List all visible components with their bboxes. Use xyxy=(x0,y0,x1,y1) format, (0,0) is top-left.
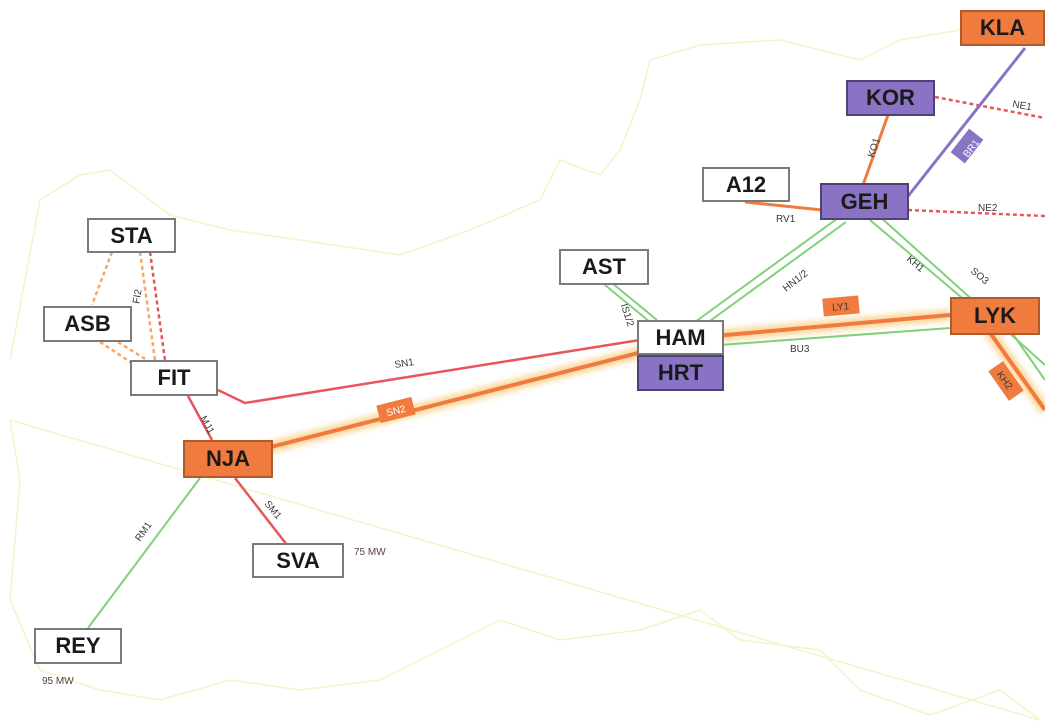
line-rv1 xyxy=(744,200,823,212)
orange-dashed-lines xyxy=(90,251,157,367)
node-nja[interactable]: NJA xyxy=(183,440,273,478)
label-is12: IS1/2 xyxy=(618,302,636,328)
line-mj1 xyxy=(186,395,214,441)
rey-capacity-note: 95 MW xyxy=(42,676,74,687)
line-sn2 xyxy=(227,348,651,460)
label-ne1: NE1 xyxy=(1011,99,1032,113)
line-ly1 xyxy=(714,313,951,338)
node-sva[interactable]: SVA xyxy=(252,543,344,578)
line-br1 xyxy=(903,47,1027,201)
line-hn12-a xyxy=(694,217,839,323)
label-ne2: NE2 xyxy=(978,203,998,214)
sva-capacity-note: 75 MW xyxy=(354,547,386,558)
line-label-boxes xyxy=(376,128,1024,424)
line-bu3 xyxy=(719,327,951,346)
line-ne2 xyxy=(907,208,1045,218)
orange-lines xyxy=(227,114,1045,460)
line-is12-a xyxy=(604,284,651,323)
node-geh[interactable]: GEH xyxy=(820,183,909,220)
line-sm1 xyxy=(234,477,288,546)
node-ast[interactable]: AST xyxy=(559,249,649,285)
node-lyk[interactable]: LYK xyxy=(950,297,1040,335)
node-kla[interactable]: KLA xyxy=(960,10,1045,46)
line-hn12-b xyxy=(702,221,847,327)
node-fit[interactable]: FIT xyxy=(130,360,218,396)
label-sn1: SN1 xyxy=(394,357,415,371)
line-ne1 xyxy=(934,95,1045,120)
label-mj1: MJ1 xyxy=(197,414,216,436)
line-ko1 xyxy=(861,114,890,186)
label-rv1: RV1 xyxy=(776,214,796,225)
label-fi2: FI2 xyxy=(131,288,144,305)
node-a12[interactable]: A12 xyxy=(702,167,790,202)
node-kor[interactable]: KOR xyxy=(846,80,935,116)
label-kh1: KH1 xyxy=(904,254,926,275)
node-sta[interactable]: STA xyxy=(87,218,176,253)
label-so3: SO3 xyxy=(968,266,991,288)
node-hrt[interactable]: HRT xyxy=(637,355,724,391)
node-rey[interactable]: REY xyxy=(34,628,122,664)
line-sn1 xyxy=(217,338,641,405)
line-rm1 xyxy=(87,477,201,629)
green-lines xyxy=(87,214,1045,629)
coastline-outline xyxy=(9,29,1041,721)
label-ly1: LY1 xyxy=(832,301,850,313)
line-kh2 xyxy=(986,328,1045,412)
red-lines xyxy=(148,95,1045,546)
label-sn2: SN2 xyxy=(385,404,407,419)
label-ko1: KO1 xyxy=(866,136,883,159)
node-ham[interactable]: HAM xyxy=(637,320,724,355)
label-bu3: BU3 xyxy=(790,344,810,355)
node-asb[interactable]: ASB xyxy=(43,306,132,342)
label-rm1: RM1 xyxy=(133,520,154,544)
line-is12-b xyxy=(611,282,658,321)
label-hn12: HN1/2 xyxy=(781,268,810,294)
